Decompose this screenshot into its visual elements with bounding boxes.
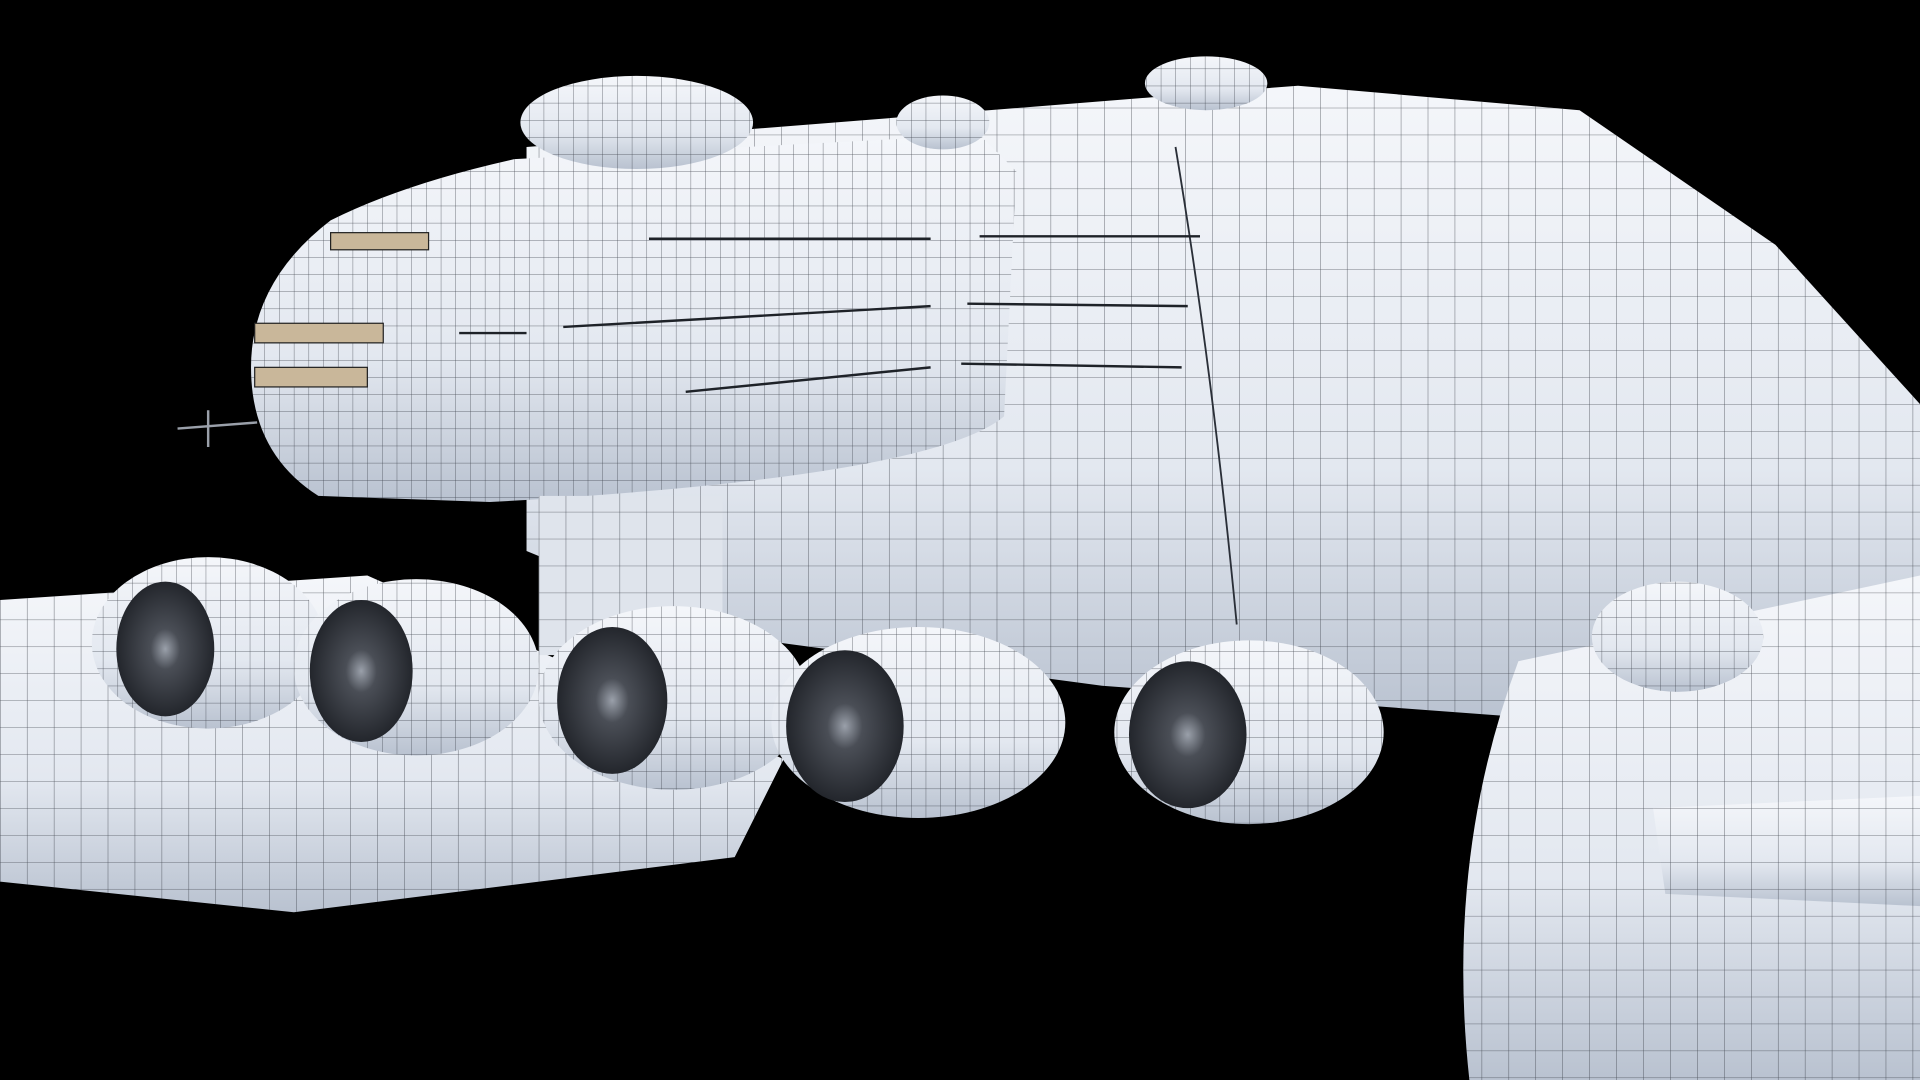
engine-3 [538, 606, 809, 790]
cockpit-windows [254, 232, 430, 388]
passenger-window-rows [459, 235, 1200, 394]
forward-cabin-nose [251, 134, 1200, 503]
right-wing [1463, 575, 1920, 1080]
engine-1 [91, 557, 325, 729]
engine-2 [293, 579, 539, 756]
engine-5 [1114, 640, 1384, 825]
engine-4 [771, 626, 1066, 818]
engines [91, 557, 1384, 825]
dorsal-domes [520, 56, 1268, 169]
nose-antenna [177, 410, 258, 447]
